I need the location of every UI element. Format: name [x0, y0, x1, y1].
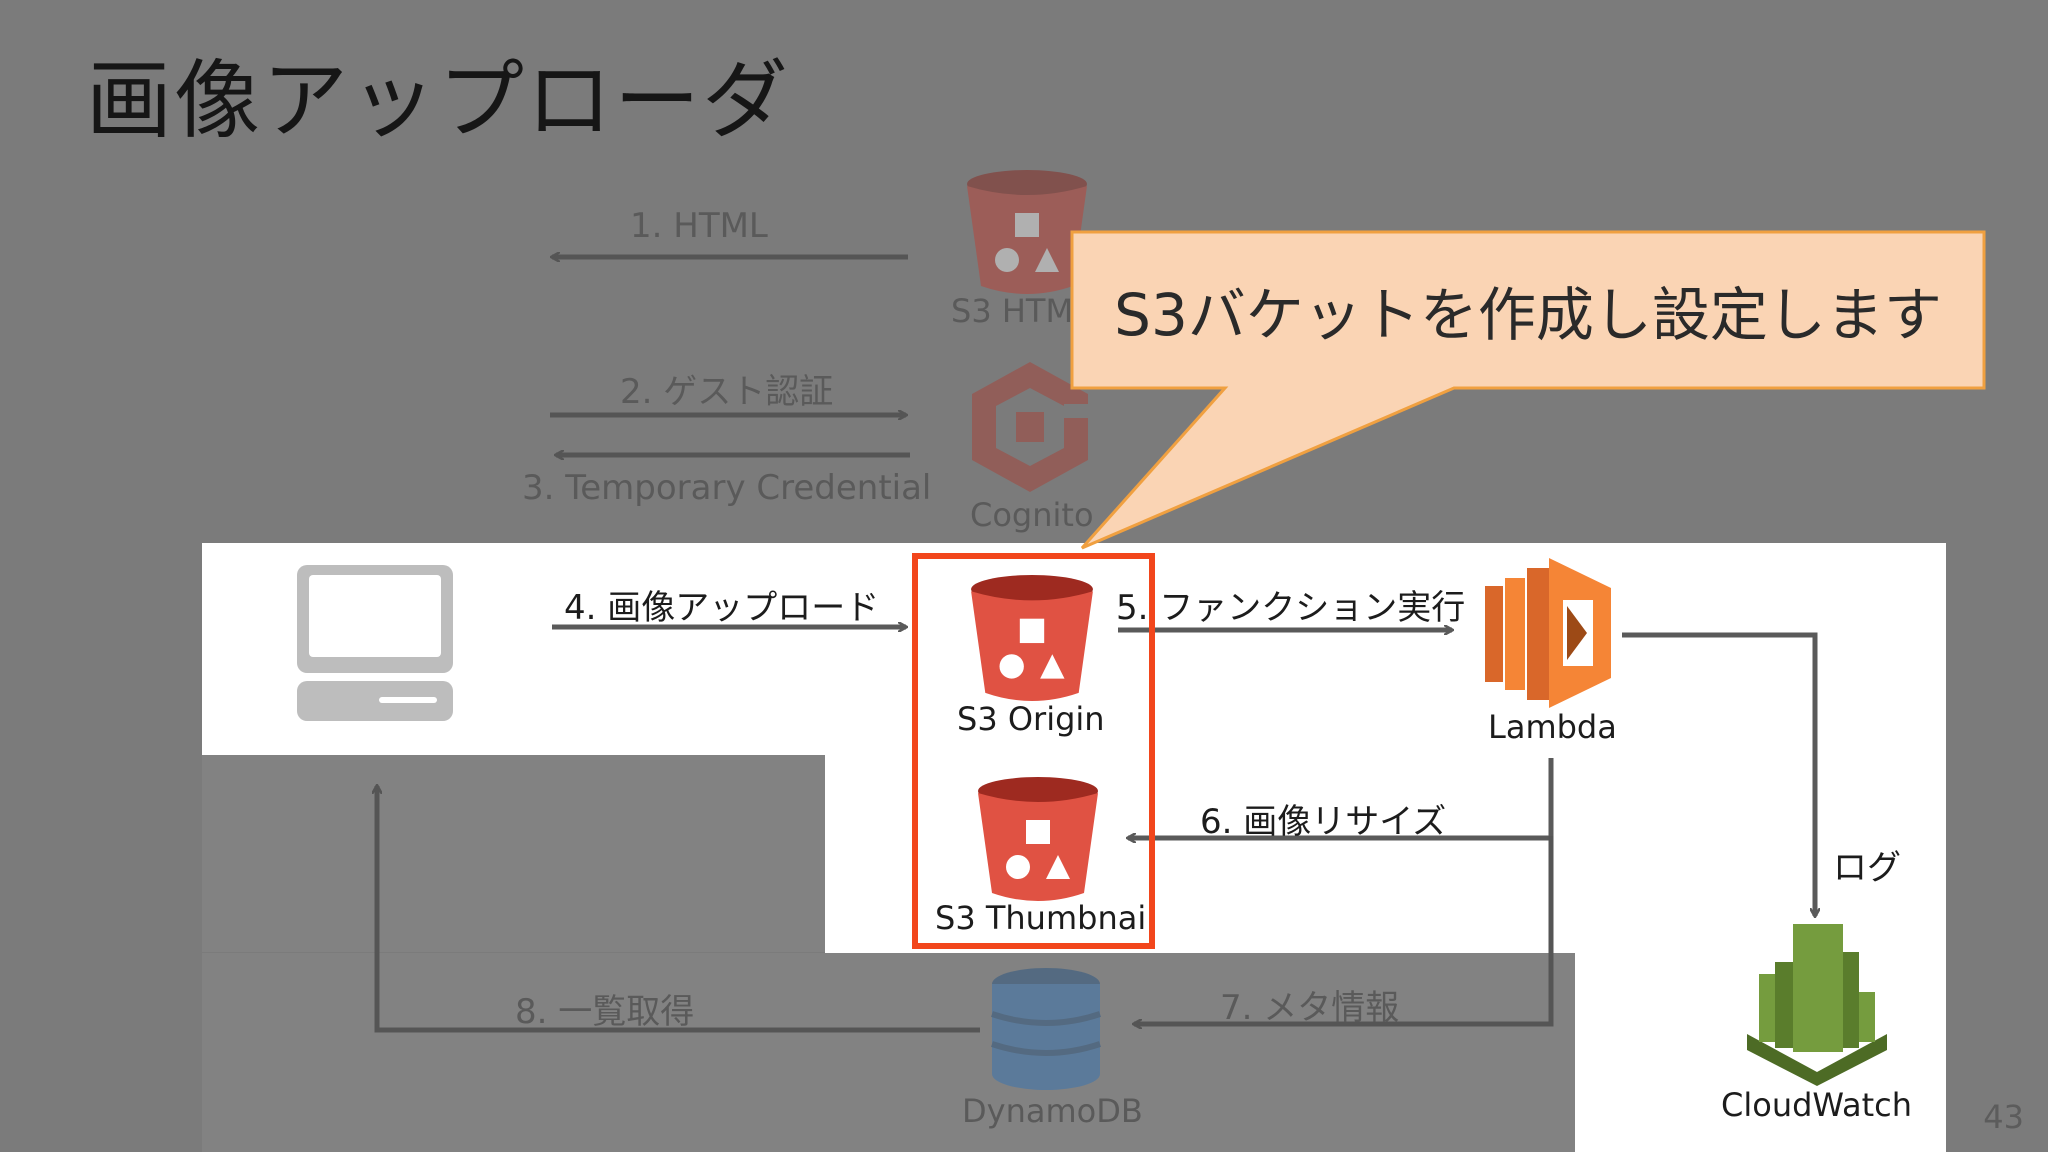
step-6-label: 6. 画像リサイズ [1200, 802, 1447, 842]
page-number: 43 [1983, 1098, 2024, 1136]
dimmed-panel-bottom [202, 953, 1575, 1152]
slide-title: 画像アップローダ [86, 51, 790, 151]
s3-thumbnail-label: S3 Thumbnail [935, 899, 1156, 937]
step-5-label: 5. ファンクション実行 [1116, 588, 1466, 628]
cloudwatch-label: CloudWatch [1721, 1086, 1913, 1124]
dynamodb-label: DynamoDB [962, 1092, 1143, 1130]
computer-icon [297, 565, 453, 721]
cloudwatch-icon [1747, 924, 1887, 1086]
s3-html-label: S3 HTM [951, 292, 1074, 330]
step-1-label: 1. HTML [630, 206, 768, 246]
step-3-label: 3. Temporary Credential [522, 468, 932, 508]
dimmed-panel-left [202, 755, 825, 952]
s3-origin-label: S3 Origin [957, 700, 1105, 738]
s3-selection-highlight [912, 553, 1155, 949]
lambda-icon [1485, 558, 1611, 708]
step-4-label: 4. 画像アップロード [564, 588, 880, 628]
step-2-label: 2. ゲスト認証 [620, 372, 834, 412]
step-8-label: 8. 一覧取得 [515, 992, 695, 1032]
s3-html-bucket-icon [967, 170, 1087, 294]
log-label: ログ [1833, 848, 1901, 888]
arrow-7-meta [1134, 836, 1554, 1024]
cognito-icon [972, 362, 1088, 492]
lambda-label: Lambda [1488, 708, 1617, 746]
callout-text: S3バケットを作成し設定します [1114, 281, 1942, 349]
s3-origin-bucket-icon [971, 575, 1093, 701]
arrow-log [1622, 632, 1815, 916]
s3-thumbnail-bucket-icon [978, 777, 1098, 901]
cognito-label: Cognito [970, 496, 1094, 534]
step-7-label: 7. メタ情報 [1220, 988, 1400, 1028]
arrow-8-list [377, 786, 980, 1033]
dynamodb-icon [991, 968, 1101, 1090]
